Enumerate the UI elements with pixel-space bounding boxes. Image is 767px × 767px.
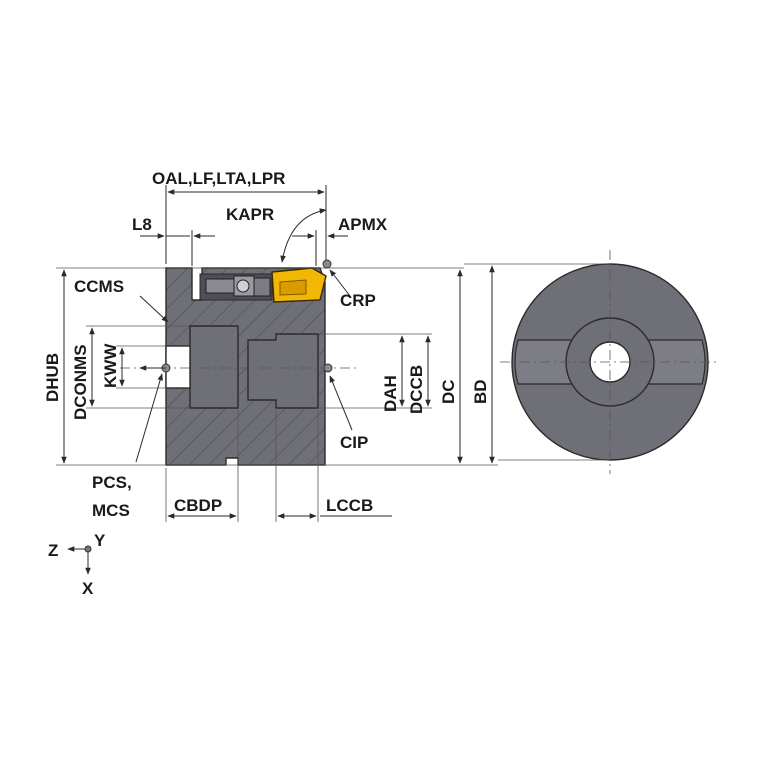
clamp-screw-head [236,279,250,293]
cip-point [323,363,333,373]
arbor-bore [189,325,239,409]
label-ccms: CCMS [74,277,124,296]
label-dah: DAH [381,375,400,412]
front-view [500,250,720,474]
dimension-lines [56,185,610,575]
label-dc: DC [439,379,458,404]
axis-origin [84,545,92,553]
side-view [120,267,360,466]
label-oal: OAL,LF,LTA,LPR [152,169,285,188]
label-dconms: DCONMS [71,344,90,420]
label-dhub: DHUB [43,353,62,402]
label-apmx: APMX [338,215,388,234]
label-bd: BD [471,379,490,404]
label-dccb: DCCB [407,365,426,414]
label-mcs: MCS [92,501,130,520]
label-cbdp: CBDP [174,496,222,515]
label-l8: L8 [132,215,152,234]
label-cip: CIP [340,433,368,452]
axis-y-label: Y [94,531,106,550]
axis-x-label: X [82,579,94,598]
label-pcs: PCS, [92,473,132,492]
axis-z-label: Z [48,541,58,560]
label-kapr: KAPR [226,205,274,224]
labels: OAL,LF,LTA,LPR L8 KAPR APMX CCMS CRP DHU… [43,169,490,598]
label-crp: CRP [340,291,376,310]
counterbore [247,333,319,409]
crp-point [322,259,332,269]
label-lccb: LCCB [326,496,373,515]
label-kww: KWW [101,343,120,388]
clamp-screw [205,278,235,294]
